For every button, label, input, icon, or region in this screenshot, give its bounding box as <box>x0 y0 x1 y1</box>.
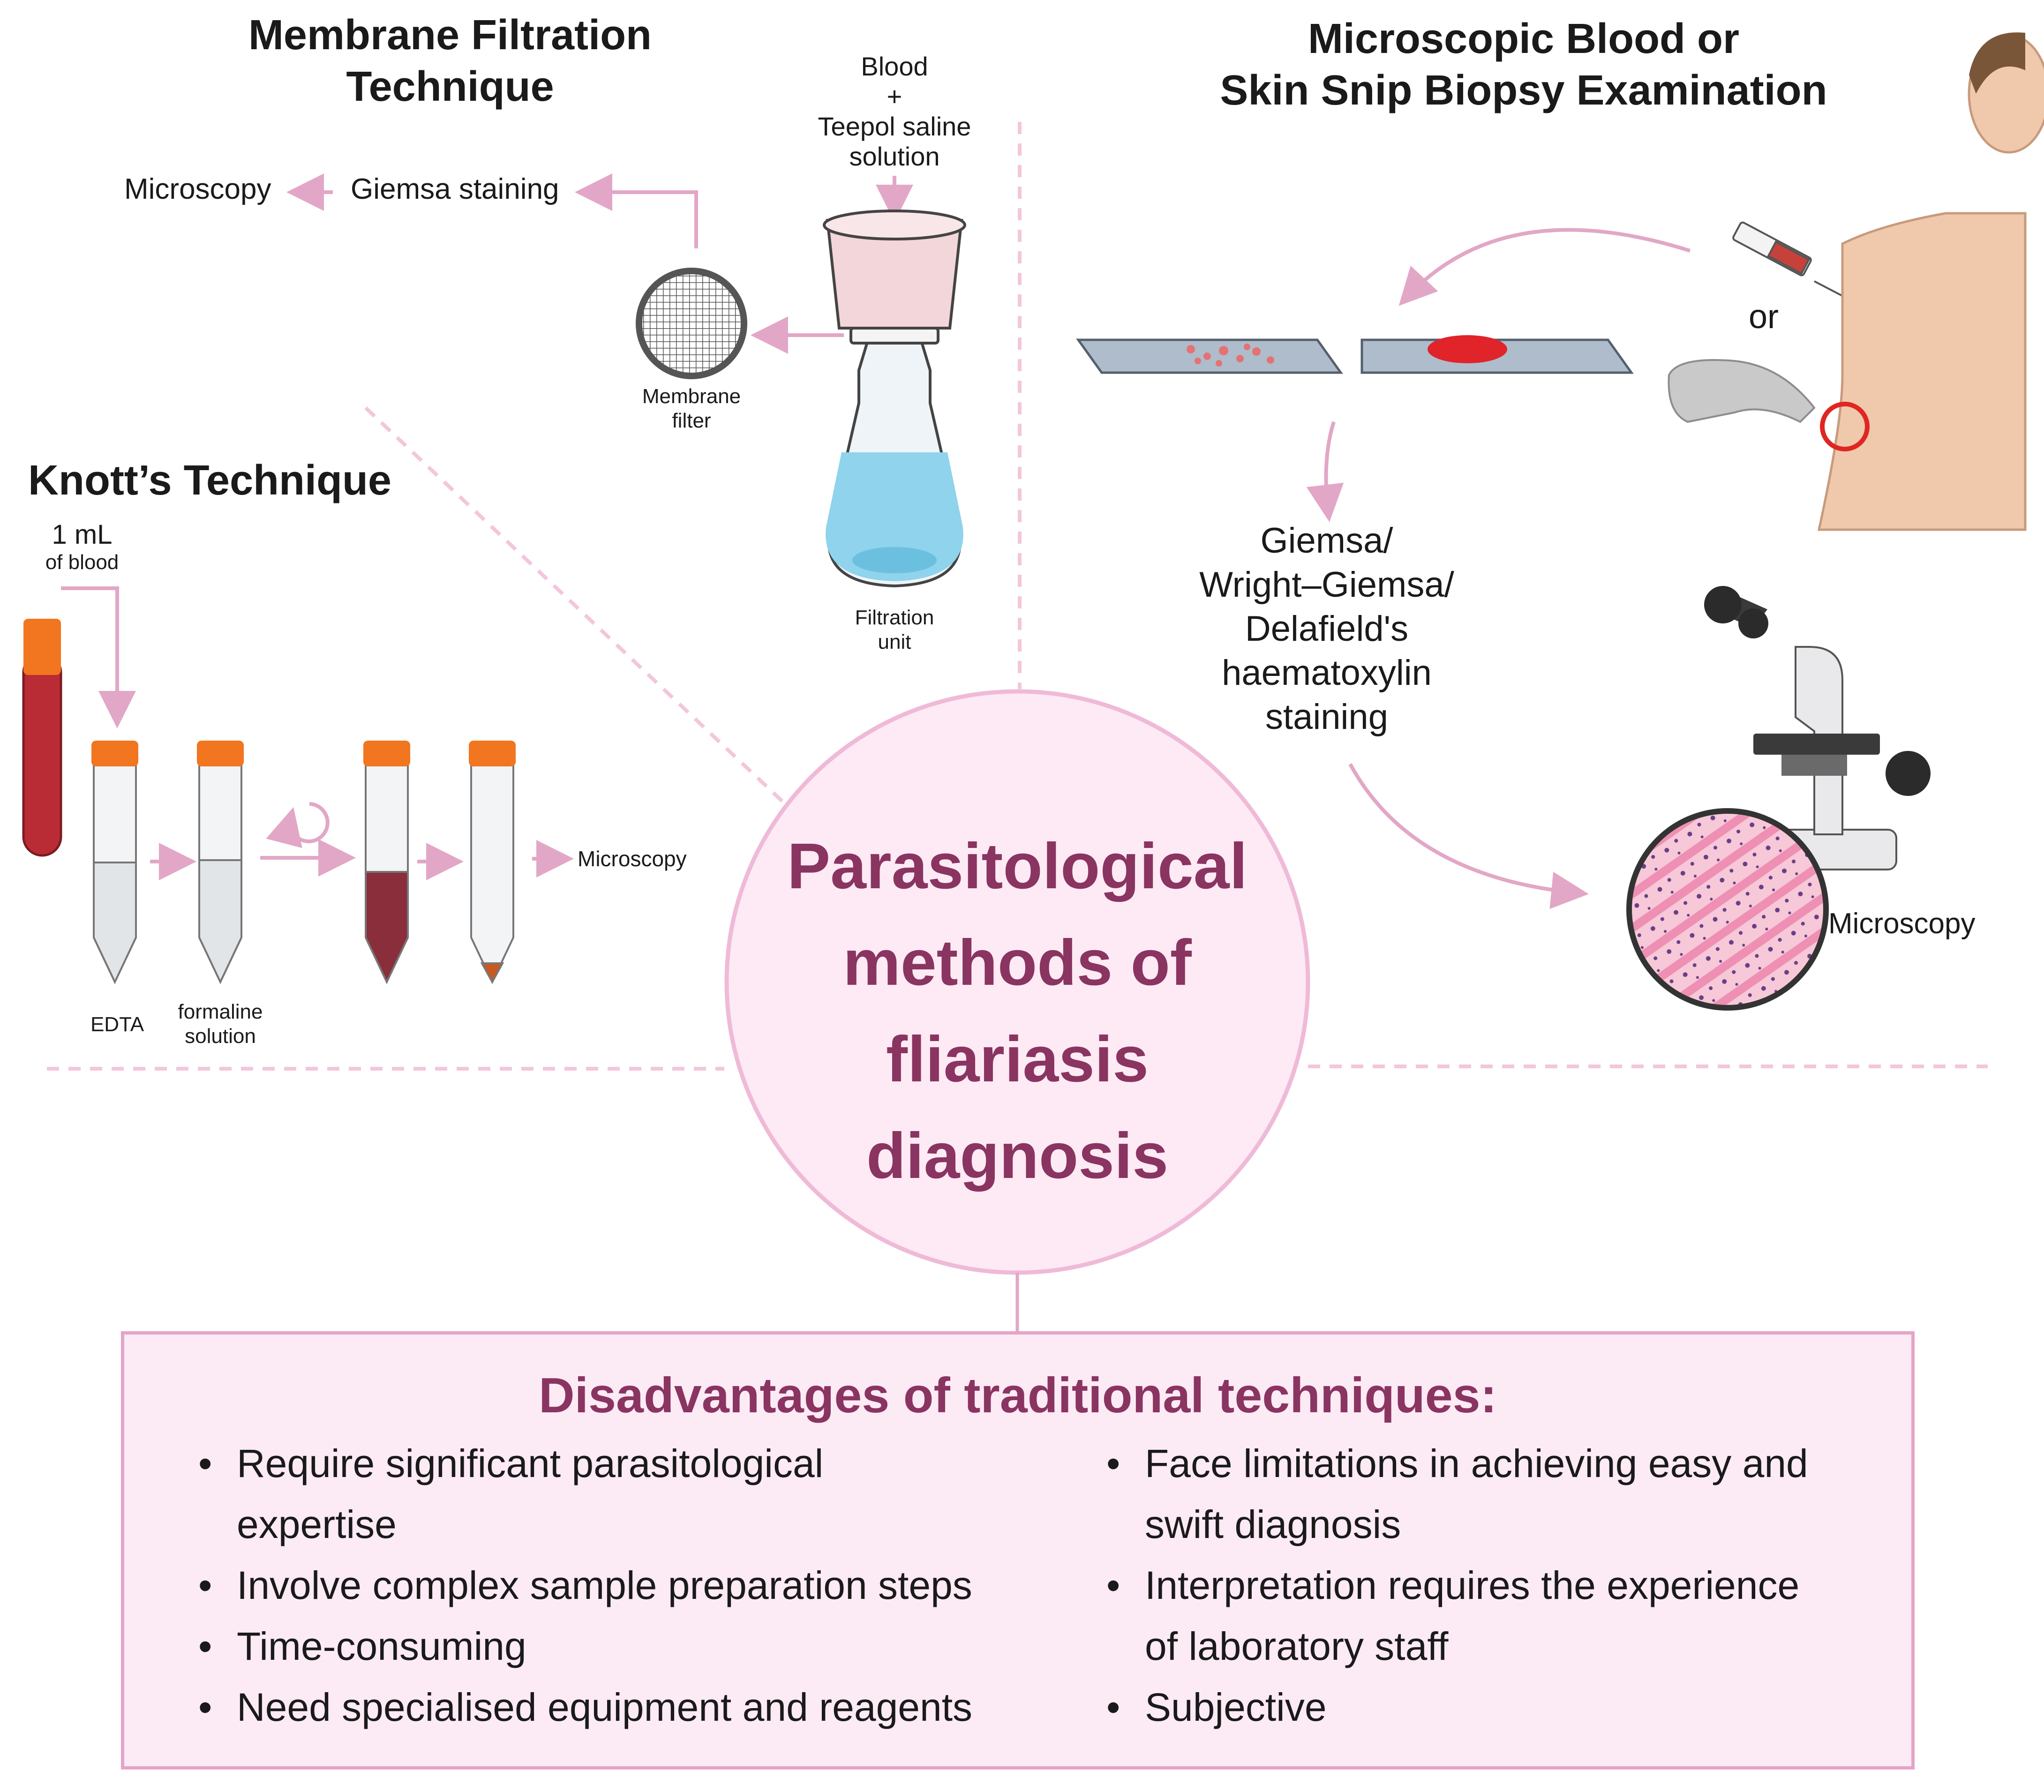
disadvantages-left-column: Require significant parasitological expe… <box>190 1433 972 1738</box>
membrane-title-line: Membrane Filtration <box>248 12 652 59</box>
formaline-line: formaline <box>178 1000 263 1023</box>
filtration-unit-label: Filtration unit <box>824 606 965 654</box>
blood-teepol-line: Blood <box>861 52 928 81</box>
disadvantages-title: Disadvantages of traditional techniques: <box>539 1368 1497 1423</box>
disadvantages-right-column: Face limitations in achieving easy and s… <box>1098 1433 1808 1738</box>
center-title-line: Parasitological <box>787 830 1247 902</box>
disadvantage-text: Need specialised equipment and reagents <box>237 1685 973 1729</box>
or-label: or <box>1749 298 1779 336</box>
disadvantage-item: Time-consuming <box>190 1616 972 1677</box>
disadvantage-text: Time-consuming <box>237 1624 526 1668</box>
microscopic-title-line: Microscopic Blood or <box>1308 15 1740 62</box>
knott-blood-line: 1 mL <box>52 519 113 550</box>
disadvantage-text: of laboratory staff <box>1145 1624 1449 1668</box>
staining-line: Delafield's <box>1245 609 1409 649</box>
staining-label: Giemsa/ Wright–Giemsa/ Delafield's haema… <box>1163 519 1491 739</box>
microscopic-microscopy-label: Microscopy <box>1828 907 1976 940</box>
blood-teepol-line: Teepol saline <box>818 112 971 141</box>
disadvantage-item: Face limitations in achieving easy and s… <box>1098 1433 1808 1555</box>
disadvantage-text: expertise <box>237 1502 397 1546</box>
microscopic-title: Microscopic Blood or Skin Snip Biopsy Ex… <box>1200 13 1847 116</box>
membrane-arrows <box>286 173 913 354</box>
blood-tube-icon <box>22 619 62 857</box>
scalpel-hand-icon <box>1668 359 1870 451</box>
staining-line: staining <box>1265 697 1388 737</box>
disadvantage-item: Require significant parasitological expe… <box>190 1433 972 1555</box>
membrane-filter-line: Membrane <box>642 385 741 408</box>
blood-teepol-label: Blood + Teepol saline solution <box>801 52 988 172</box>
knott-title: Knott’s Technique <box>28 457 391 504</box>
centrifuge-tubes <box>91 741 516 984</box>
membrane-title: Membrane Filtration Technique <box>216 9 684 112</box>
membrane-filter-label: Membrane filter <box>621 384 762 433</box>
giemsa-staining-label: Giemsa staining <box>351 173 559 205</box>
microscopic-arrows <box>1306 228 1691 909</box>
staining-line: haematoxylin <box>1222 653 1432 693</box>
disadvantage-text: Involve complex sample preparation steps <box>237 1563 972 1607</box>
disadvantage-item: Subjective <box>1098 1677 1808 1738</box>
membrane-filter-icon <box>636 268 747 379</box>
membrane-filter-line: filter <box>672 409 711 432</box>
disadvantage-item: Interpretation requires the experience o… <box>1098 1555 1808 1677</box>
disadvantage-item: Involve complex sample preparation steps <box>190 1555 972 1616</box>
disadvantage-text: Require significant parasitological <box>237 1441 824 1485</box>
center-title-line: fliariasis <box>886 1023 1149 1095</box>
membrane-title-line: Technique <box>346 63 554 110</box>
knott-arrows <box>61 586 574 880</box>
disadvantage-item: Need specialised equipment and reagents <box>190 1677 972 1738</box>
knott-blood-label: 1 mL of blood <box>16 519 148 575</box>
formaline-line: solution <box>185 1025 256 1048</box>
person-illustration <box>1817 32 2044 531</box>
disadvantages-box: Disadvantages of traditional techniques:… <box>121 1331 1915 1770</box>
disadvantage-text: swift diagnosis <box>1145 1502 1401 1546</box>
filtration-unit-line: Filtration <box>855 606 934 629</box>
syringe-icon <box>1732 221 1873 313</box>
center-title: Parasitological methods of fliariasis di… <box>759 818 1275 1204</box>
filtration-unit-icon <box>823 210 966 588</box>
disadvantage-text: Face limitations in achieving easy and <box>1145 1441 1808 1485</box>
slide-thick-drop-icon <box>1360 335 1634 374</box>
tissue-magnified-icon <box>1626 808 1829 1011</box>
disadvantage-text: Subjective <box>1145 1685 1327 1729</box>
membrane-microscopy-label: Microscopy <box>124 173 271 205</box>
knott-microscopy-label: Microscopy <box>578 847 687 871</box>
section-dividers <box>47 122 1988 1071</box>
blood-teepol-line: + <box>887 82 902 111</box>
center-title-line: diagnosis <box>866 1120 1169 1192</box>
microscopic-title-line: Skin Snip Biopsy Examination <box>1220 67 1827 114</box>
formaline-label: formaline solution <box>159 1000 281 1049</box>
staining-line: Wright–Giemsa/ <box>1199 565 1454 605</box>
edta-label: EDTA <box>90 1013 144 1036</box>
center-title-line: methods of <box>843 927 1192 999</box>
disadvantage-text: Interpretation requires the experience <box>1145 1563 1800 1607</box>
knott-blood-line: of blood <box>45 551 119 574</box>
blood-teepol-line: solution <box>849 142 940 171</box>
filtration-unit-line: unit <box>878 630 911 653</box>
slide-smear-icon <box>1076 338 1343 374</box>
staining-line: Giemsa/ <box>1260 521 1393 561</box>
